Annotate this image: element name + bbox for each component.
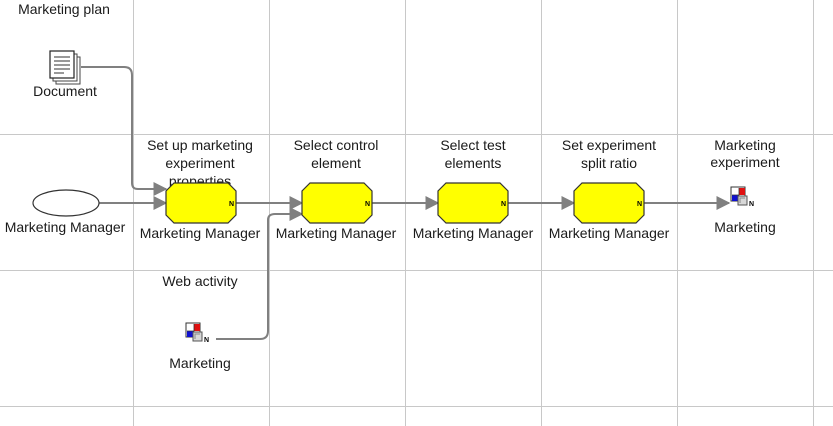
output-title-line: experiment <box>710 154 779 170</box>
activity-role-label: Marketing Manager <box>413 225 534 241</box>
activity-shape[interactable] <box>165 182 237 224</box>
activity-marker: N <box>365 201 370 208</box>
output-module-label: Marketing <box>714 219 775 235</box>
activity-role-label: Marketing Manager <box>276 225 397 241</box>
activity-title-line: Select control <box>294 137 379 153</box>
connector-web-to-activity-2 <box>216 207 304 340</box>
web-module-label: Marketing <box>169 355 230 371</box>
ellipse-role-icon[interactable] <box>32 189 100 217</box>
module-icon[interactable]: N <box>185 322 209 344</box>
activity-marker: N <box>501 201 506 208</box>
activity-role-label: Marketing Manager <box>549 225 670 241</box>
document-icon[interactable] <box>49 50 81 85</box>
document-label: Document <box>33 83 97 99</box>
connector-document-to-activity-1 <box>81 66 168 196</box>
activity-shape[interactable] <box>301 182 373 224</box>
marketing-plan-label: Marketing plan <box>18 1 110 17</box>
activity-role-label: Marketing Manager <box>140 225 261 241</box>
activity-shape[interactable] <box>573 182 645 224</box>
svg-text:N: N <box>749 201 754 208</box>
activity-2[interactable]: Select control element N Marketing Manag… <box>276 137 397 241</box>
output-title-line: Marketing <box>714 137 775 153</box>
activity-title-line: element <box>311 155 361 171</box>
activity-title-line: experiment <box>165 155 234 171</box>
activity-title-line: elements <box>445 155 502 171</box>
activity-3[interactable]: Select test elements N Marketing Manager <box>413 137 534 241</box>
activity-title-line: Set experiment <box>562 137 656 153</box>
activity-title-line: Set up marketing <box>147 137 253 153</box>
connectors <box>81 66 731 340</box>
svg-text:N: N <box>204 337 209 344</box>
role-left-label: Marketing Manager <box>5 219 126 235</box>
web-activity-label: Web activity <box>162 273 237 289</box>
activity-4[interactable]: Set experiment split ratio N Marketing M… <box>549 137 670 241</box>
module-icon[interactable]: N <box>730 186 754 208</box>
activity-marker: N <box>637 201 642 208</box>
activity-marker: N <box>229 201 234 208</box>
activity-title-line: split ratio <box>581 155 637 171</box>
activity-title-line: Select test <box>440 137 505 153</box>
activity-1[interactable]: Set up marketing experiment properties N… <box>140 137 261 241</box>
activity-shape[interactable] <box>437 182 509 224</box>
